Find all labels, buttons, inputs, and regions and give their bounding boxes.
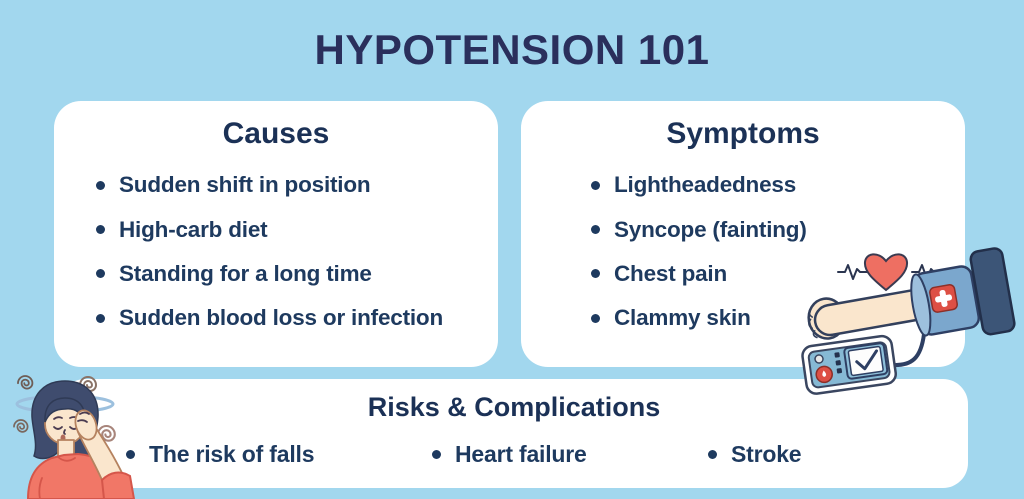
shirt-sleeve <box>100 471 136 499</box>
list-item-label: The risk of falls <box>149 440 315 467</box>
bullet-dot <box>591 225 600 235</box>
bullet-dot <box>96 313 105 323</box>
bullet-dot <box>96 269 105 279</box>
medical-cross-icon <box>929 284 958 313</box>
bullet-dot <box>96 180 105 190</box>
list-item-label: Stroke <box>731 440 802 467</box>
list-item-label: Standing for a long time <box>119 260 372 286</box>
power-button <box>814 354 824 364</box>
list-item: Standing for a long time <box>96 252 443 296</box>
list-item: Clammy skin <box>591 296 807 340</box>
checkmark-icon <box>855 349 878 371</box>
bullet-dot <box>591 269 600 279</box>
monitor-screen <box>847 345 884 377</box>
cuff-tube <box>890 332 926 368</box>
list-item: Sudden shift in position <box>96 163 443 207</box>
bullet-dot <box>126 449 135 459</box>
list-item-label: Sudden shift in position <box>119 172 371 198</box>
list-item: The risk of falls <box>126 439 315 469</box>
bp-monitor-device <box>801 334 897 395</box>
bullet-dot <box>708 449 717 459</box>
list-item-label: Heart failure <box>455 440 587 467</box>
ecg-left-icon <box>837 264 869 280</box>
list-item-label: Chest pain <box>614 260 728 286</box>
bullet-dot <box>432 449 441 459</box>
list-item-label: Lightheadedness <box>614 172 797 198</box>
list-item: Sudden blood loss or infection <box>96 296 443 340</box>
hand-on-face <box>74 409 98 441</box>
heart-icon <box>863 253 909 292</box>
list-item: Stroke <box>708 439 802 469</box>
nose <box>63 429 66 435</box>
symptoms-list: Lightheadedness Syncope (fainting) Chest… <box>591 163 807 341</box>
list-item: Lightheadedness <box>591 163 807 207</box>
dizzy-woman-illustration <box>13 375 136 499</box>
arm-with-cuff <box>807 247 1016 340</box>
risks-card-title: Risks & Complications <box>367 392 661 422</box>
bullet-dot <box>96 225 105 235</box>
bullet-dot <box>591 313 600 323</box>
list-item-label: High-carb diet <box>119 216 268 242</box>
list-item: High-carb diet <box>96 207 443 251</box>
list-item: Heart failure <box>432 439 587 469</box>
causes-card: Causes Sudden shift in position High-car… <box>54 101 498 367</box>
bp-monitor-illustration <box>801 247 1016 395</box>
list-item-label: Sudden blood loss or infection <box>119 305 443 331</box>
list-item-label: Syncope (fainting) <box>614 216 807 242</box>
page-title: HYPOTENSION 101 <box>314 26 710 73</box>
bullet-dot <box>591 180 600 190</box>
list-item: Chest pain <box>591 252 807 296</box>
causes-card-title: Causes <box>222 117 330 150</box>
symptoms-card-title: Symptoms <box>666 117 820 150</box>
sleeve <box>969 247 1016 336</box>
list-item-label: Clammy skin <box>614 305 751 331</box>
list-item: Syncope (fainting) <box>591 207 807 251</box>
causes-list: Sudden shift in position High-carb diet … <box>96 163 443 341</box>
risks-card: Risks & Complications The risk of falls … <box>60 379 968 488</box>
